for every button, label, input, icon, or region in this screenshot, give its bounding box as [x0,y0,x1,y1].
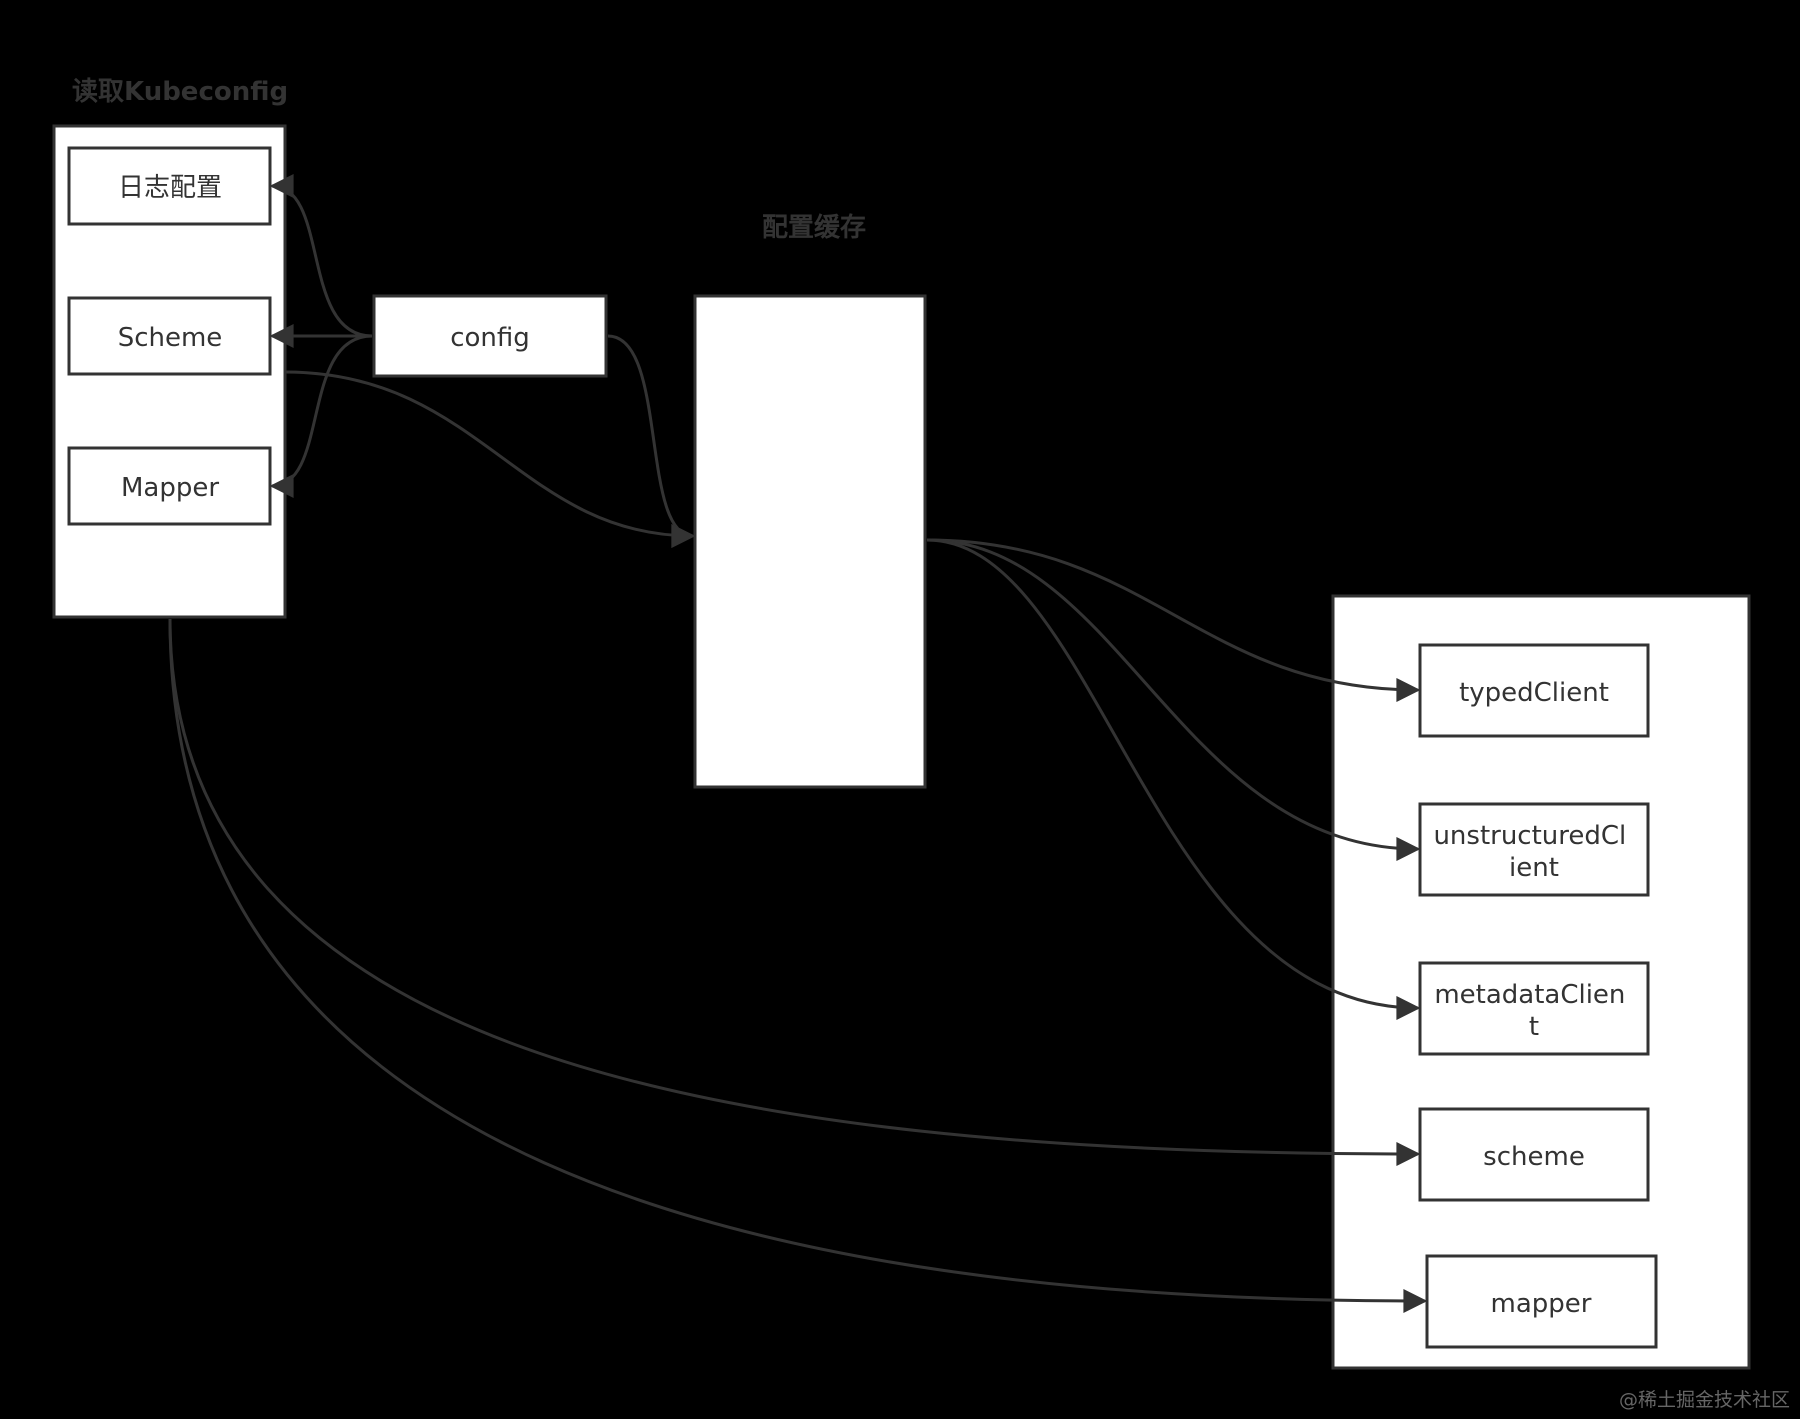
typed-client-label: typedClient [1459,678,1609,708]
mapper-label: Mapper [121,473,219,503]
cache-group-title: 配置缓存 [762,212,866,243]
scheme-label: Scheme [118,323,223,353]
config-label: config [450,323,530,353]
scheme-out-box [1418,1107,1650,1202]
kubeconfig-group-title: 读取Kubeconfig [72,77,288,107]
unstructured-client-line-1: unstructuredCl [1433,821,1626,851]
watermark-text: @稀土掘金技术社区 [1619,1389,1790,1411]
edge-cache-to-metadata-client [926,538,1421,1020]
metadata-client-box [1418,961,1650,1056]
log-config-label: 日志配置 [118,173,222,203]
unstructured-client-line-2: ient [1509,853,1559,883]
unstructured-client-label: unstructuredCl ient [1433,821,1634,883]
metadata-client-line-1: metadataClien [1434,980,1625,1010]
cache-box [693,294,927,789]
edge-kubeconfig-to-cache [284,370,696,548]
log-config-box [67,146,272,226]
mapper-out-label: mapper [1491,1289,1592,1319]
scheme-out-line-1: scheme [1483,1142,1585,1172]
scheme-out-label: scheme [1483,1142,1585,1172]
mapper-out-box [1425,1254,1658,1349]
edge-cache-to-typed-client [926,538,1421,702]
metadata-client-line-2: t [1529,1012,1539,1042]
scheme-box [67,296,272,376]
config-box [372,294,608,378]
mapper-out-line-1: mapper [1491,1289,1592,1319]
metadata-client-label: metadataClien t [1434,980,1633,1042]
typed-client-box [1418,643,1650,738]
edge-config-to-cache [607,334,696,548]
edge-cache-to-unstructured-client [926,538,1421,861]
typed-client-line-1: typedClient [1459,678,1609,708]
edge-config-to-log-config [269,174,373,338]
edge-kubeconfig-to-scheme-out [168,618,1421,1166]
edge-config-to-mapper [269,334,373,498]
edge-kubeconfig-to-mapper-out [168,618,1428,1313]
